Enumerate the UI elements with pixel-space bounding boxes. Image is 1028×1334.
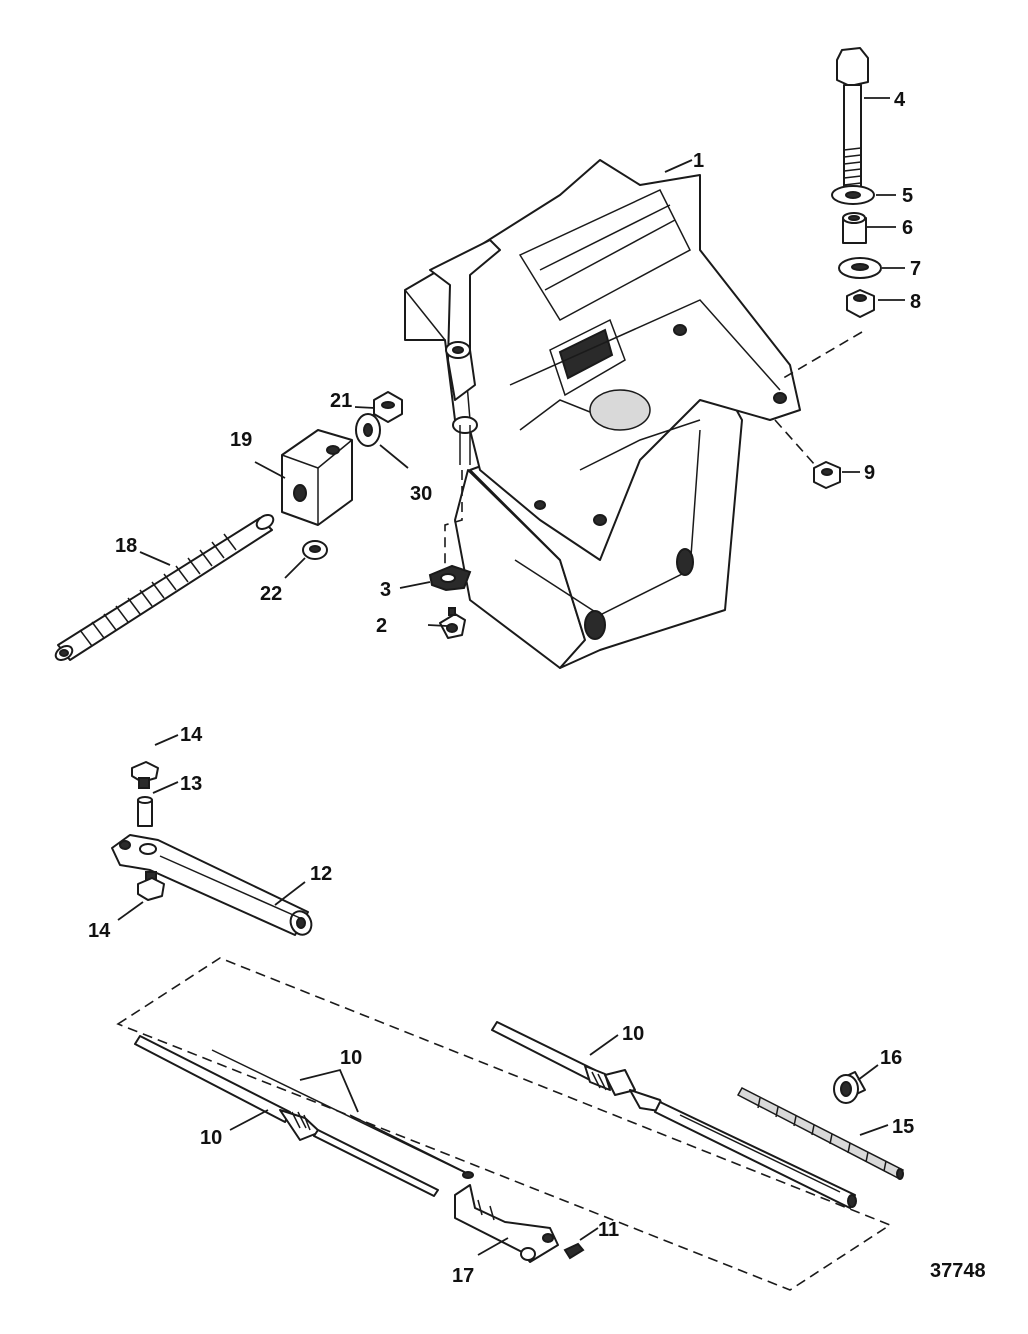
callout-12: 12: [310, 863, 332, 885]
locknut-assembly-line: [774, 419, 816, 466]
washer-part-30: [355, 413, 381, 447]
grease-fitting-line: [444, 470, 463, 570]
threaded-rod-part-18: [54, 514, 275, 661]
setscrew-part-11: [563, 1242, 585, 1260]
steering-cable-part-10-left: [134, 1035, 474, 1197]
callout-18: 18: [115, 535, 137, 557]
callout-4: 4: [894, 89, 906, 111]
callout-10-upper-left: 10: [340, 1047, 362, 1069]
callout-22: 22: [260, 583, 282, 605]
callout-10-right: 10: [622, 1023, 644, 1045]
bolt-assembly-line: [779, 331, 863, 381]
callout-3: 3: [380, 579, 391, 601]
fitting-part-2: [439, 607, 466, 639]
callout-10-lower-left: 10: [200, 1127, 222, 1149]
callout-6: 6: [902, 217, 913, 239]
bolt-part-4: [836, 47, 869, 196]
leader-lines: [117, 97, 905, 1256]
callout-16: 16: [880, 1047, 902, 1069]
callout-2: 2: [376, 615, 387, 637]
callout-14-top: 14: [180, 724, 203, 746]
spacer-part-6: [842, 212, 867, 244]
callout-8: 8: [910, 291, 921, 313]
tie-bar-part-12: [111, 834, 313, 936]
screw-part-14-top: [131, 761, 159, 789]
callout-7: 7: [910, 258, 921, 280]
clamp-part-17: [454, 1184, 559, 1263]
washer-part-7: [838, 257, 882, 279]
callout-1: 1: [693, 150, 704, 172]
callout-9: 9: [864, 462, 875, 484]
callout-21: 21: [330, 390, 352, 412]
bushing-part-16: [833, 1071, 866, 1104]
clip-part-3: [428, 564, 472, 592]
callout-15: 15: [892, 1116, 914, 1138]
figure-number: 37748: [930, 1260, 986, 1282]
nut-part-21: [373, 391, 403, 423]
steering-cable-kit-outline: [116, 957, 892, 1291]
washer-part-22: [302, 540, 328, 560]
callout-13: 13: [180, 773, 202, 795]
callout-17: 17: [452, 1265, 474, 1287]
callout-14-bottom: 14: [88, 920, 111, 942]
block-part-19: [281, 429, 353, 526]
transom-bracket-part-1: [404, 159, 801, 669]
steering-cable-part-10-right: [491, 1021, 857, 1209]
screw-part-14-bottom: [137, 871, 165, 901]
callout-5: 5: [902, 185, 913, 207]
callout-11: 11: [598, 1219, 619, 1241]
locknut-part-9: [813, 461, 841, 489]
pin-part-13: [137, 796, 153, 827]
rod-part-15: [736, 1087, 905, 1180]
callout-19: 19: [230, 429, 252, 451]
locknut-part-8: [846, 289, 875, 318]
washer-part-5: [831, 185, 875, 205]
callout-labels: 1 2 3 4 5 6 7 8 9 21 19 30 18 22 14 13 1…: [88, 89, 986, 1287]
callout-30: 30: [410, 483, 432, 505]
